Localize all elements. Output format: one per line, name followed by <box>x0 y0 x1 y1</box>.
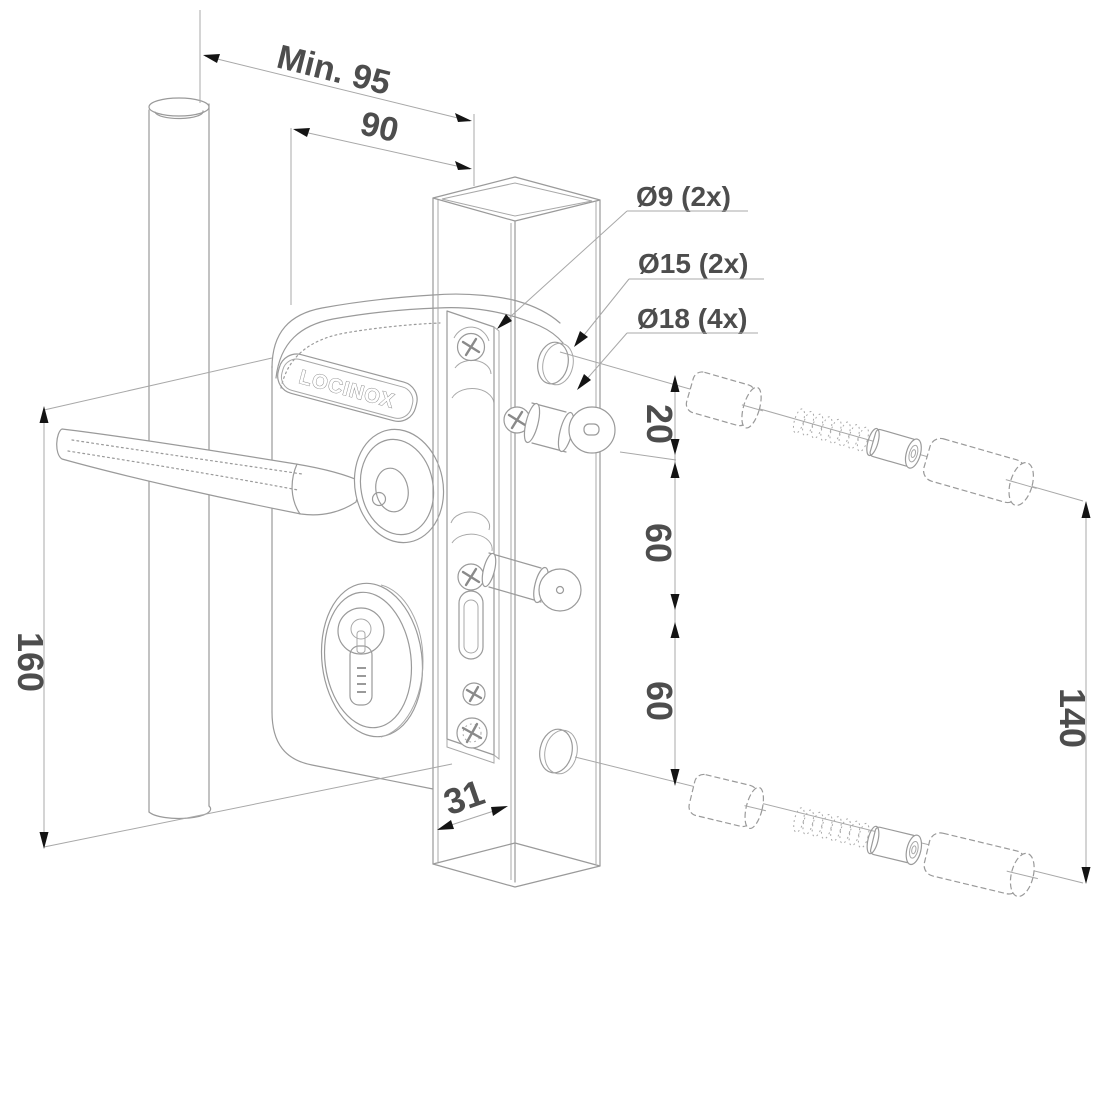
socket-screw-icon <box>866 427 922 469</box>
faceplate-screw-bottom <box>456 717 488 749</box>
svg-text:90: 90 <box>357 105 402 151</box>
cylinder-face <box>337 607 385 655</box>
socket-screw-icon <box>866 825 923 866</box>
svg-text:60: 60 <box>639 681 680 721</box>
svg-text:Ø9 (2x): Ø9 (2x) <box>636 181 731 212</box>
dimension-body-height: 160 <box>10 357 453 849</box>
post-holes <box>537 341 578 775</box>
through-pin-middle <box>457 552 582 612</box>
latch-slot <box>458 590 484 660</box>
brand-plate: LOCINOX <box>277 353 418 422</box>
lock-faceplate <box>446 310 500 764</box>
exploded-fasteners-bottom <box>688 773 1038 898</box>
dimension-post-face: 31 <box>437 771 508 830</box>
callout-hole-large: Ø18 (4x) <box>577 303 758 390</box>
svg-text:160: 160 <box>10 632 51 692</box>
callout-hole-small: Ø9 (2x) <box>497 181 748 329</box>
dimension-fixation-span: 140 <box>1052 501 1093 884</box>
pin-bushing-face <box>538 568 582 612</box>
dimension-hole-spacing: 20 60 60 <box>619 375 680 786</box>
dimension-body-width: 90 <box>290 105 472 305</box>
svg-text:Ø15 (2x): Ø15 (2x) <box>638 248 749 279</box>
spring-icon <box>792 408 869 452</box>
callout-hole-medium: Ø15 (2x) <box>574 248 764 347</box>
exploded-fasteners-top <box>685 371 1037 506</box>
spring-icon <box>793 807 870 849</box>
pin-bushing-face <box>568 406 616 454</box>
set-screw-icon <box>371 491 387 507</box>
keyhole-icon <box>350 618 372 640</box>
dimension-min-clearance: Min. 95 <box>199 10 475 186</box>
svg-text:140: 140 <box>1052 688 1093 748</box>
gate-post <box>432 176 601 888</box>
svg-text:Ø18 (4x): Ø18 (4x) <box>637 303 748 334</box>
handle-lever <box>56 428 445 544</box>
lock-body: LOCINOX <box>271 293 564 790</box>
faceplate-screw-small <box>462 682 486 706</box>
lock-mechanism-hints <box>450 359 495 552</box>
faceplate-screw-top <box>453 326 490 362</box>
handle-collar <box>353 428 445 544</box>
brand-text: LOCINOX <box>297 366 397 413</box>
svg-text:20: 20 <box>639 404 680 444</box>
svg-text:60: 60 <box>638 523 679 563</box>
svg-text:Min. 95: Min. 95 <box>273 38 394 103</box>
through-pin-top <box>503 402 616 454</box>
euro-cylinder <box>320 582 424 738</box>
